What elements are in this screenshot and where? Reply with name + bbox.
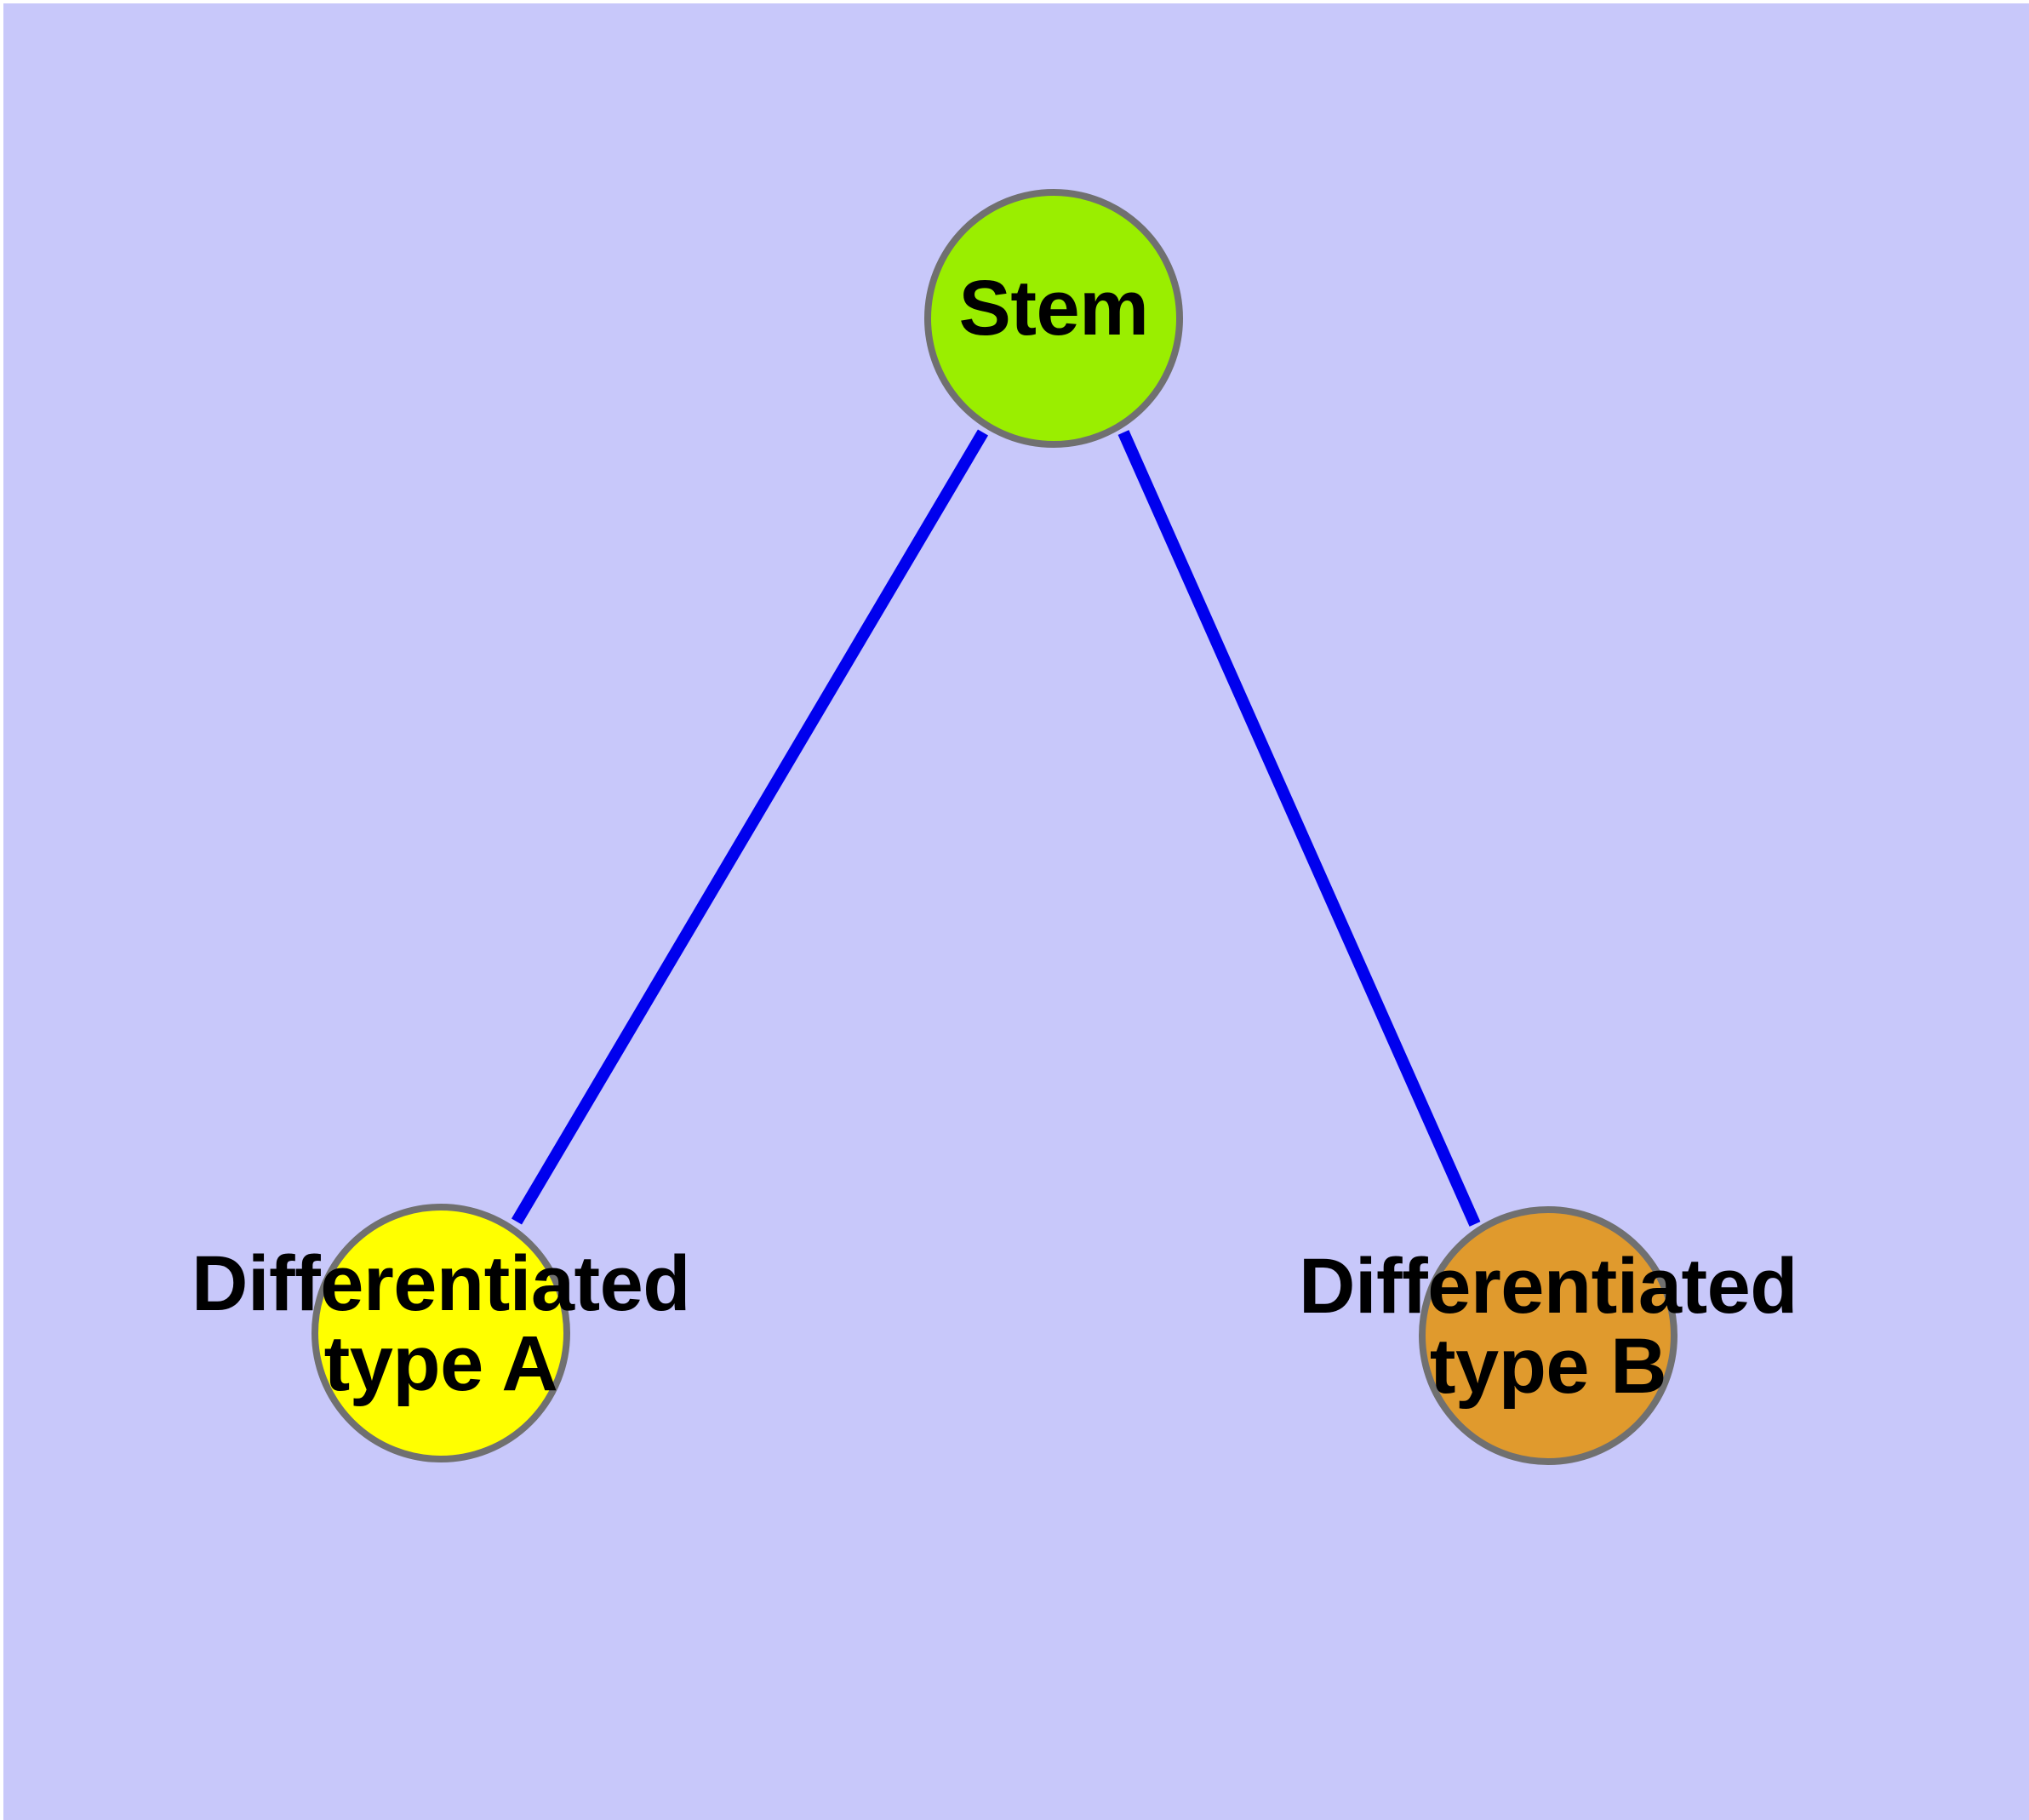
node-stem[interactable]	[924, 189, 1183, 448]
node-differentiated-type-a[interactable]	[311, 1204, 570, 1462]
edge-stem-to-differentiated-type-a	[511, 429, 989, 1225]
node-differentiated-type-b[interactable]	[1419, 1206, 1677, 1465]
edge-stem-to-differentiated-type-b	[1117, 430, 1481, 1227]
